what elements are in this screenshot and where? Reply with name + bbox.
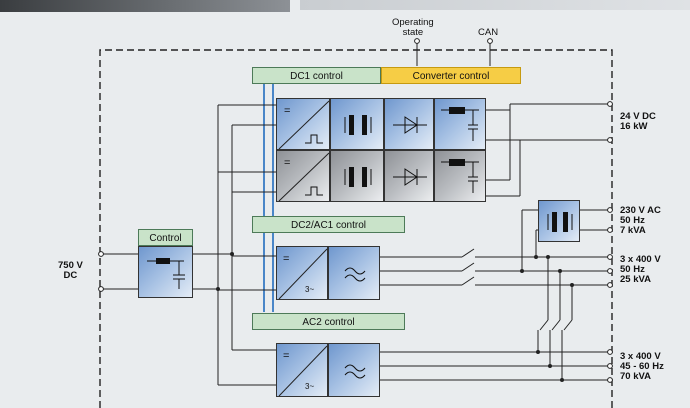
converter-control-bar: Converter control	[381, 67, 521, 84]
output-filter-block-2	[434, 150, 486, 202]
input-filter-block	[138, 246, 193, 298]
sine-filter-block-ac2	[328, 343, 380, 397]
background-photo-strip-right	[300, 0, 690, 10]
can-label: CAN	[478, 27, 499, 38]
transformer-block-2	[330, 150, 384, 202]
rectifier-block-1	[384, 98, 434, 150]
output-filter-block-1	[434, 98, 486, 150]
svg-text:=: =	[284, 157, 290, 169]
transformer-block-1	[330, 98, 384, 150]
input-terminal-minus	[98, 286, 104, 292]
svg-text:=: =	[283, 350, 289, 362]
dc1-control-bar: DC1 control	[252, 67, 381, 84]
input-control-label: Control	[138, 229, 193, 246]
phase-label-ac1: 3~	[305, 285, 315, 294]
svg-text:=: =	[283, 253, 289, 265]
inverter-block-ac1: = 3~	[276, 246, 328, 300]
phase-label-ac2: 3~	[305, 382, 315, 391]
inductor-icon	[156, 258, 170, 264]
ac2-control-bar: AC2 control	[252, 313, 405, 330]
rectifier-block-2	[384, 150, 434, 202]
inverter-block-ac2: = 3~	[276, 343, 328, 397]
can-terminal	[487, 38, 493, 44]
dc-chopper-block-1: =	[276, 98, 330, 150]
single-phase-transformer-block	[538, 200, 580, 242]
dc2-ac1-control-bar: DC2/AC1 control	[252, 216, 405, 233]
dc-chopper-block-2: =	[276, 150, 330, 202]
svg-text:=: =	[284, 105, 290, 117]
sine-filter-block-ac1	[328, 246, 380, 300]
background-photo-strip	[0, 0, 290, 12]
input-terminal-plus	[98, 251, 104, 257]
operating-state-terminal	[414, 38, 420, 44]
